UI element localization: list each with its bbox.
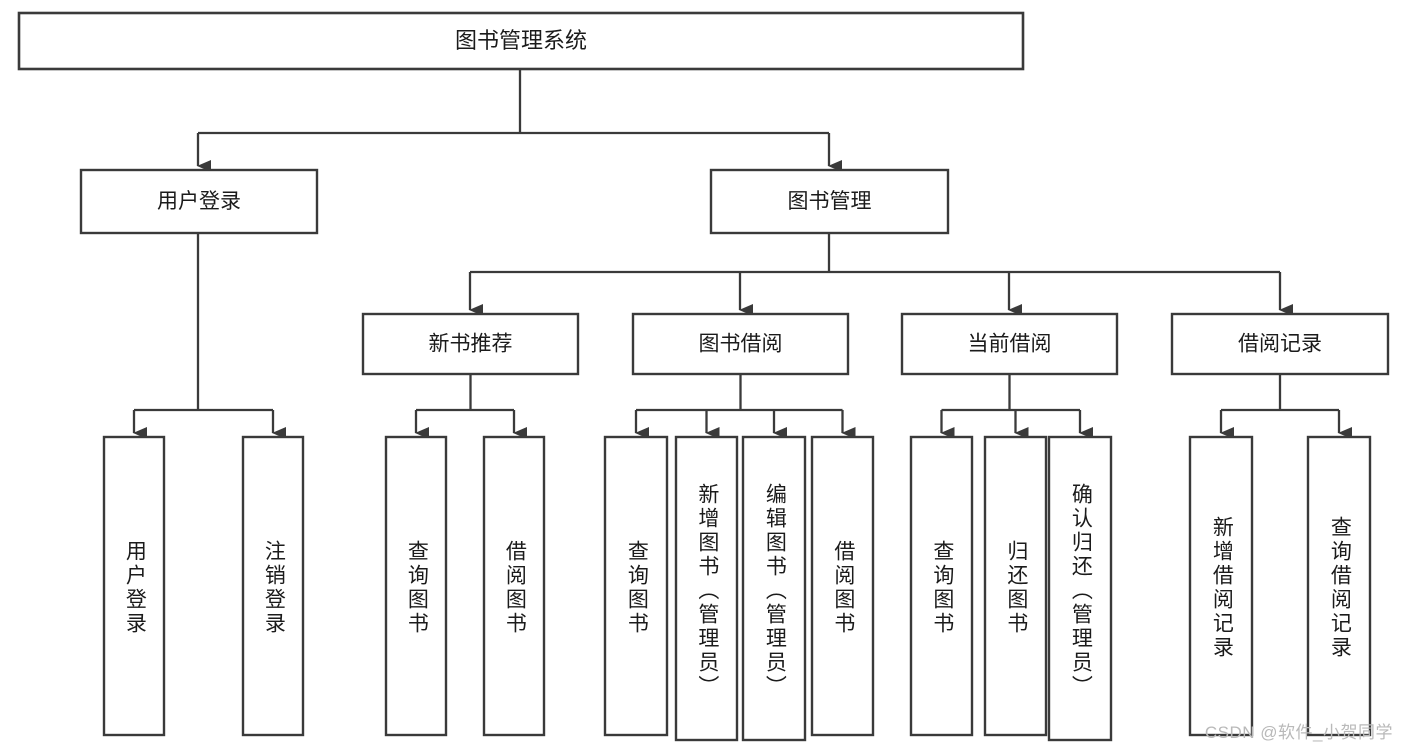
csdn-watermark: CSDN @软件_小贺同学 bbox=[1204, 723, 1393, 742]
node-box-leaf-cur-query-book[interactable] bbox=[909, 435, 974, 737]
node-box-leaf-bor-edit-book[interactable] bbox=[741, 435, 807, 742]
node-box-new-book-recommend[interactable] bbox=[361, 312, 580, 376]
node-box-user-login[interactable] bbox=[79, 168, 319, 235]
node-box-leaf-rec-query-book[interactable] bbox=[384, 435, 448, 737]
node-label-new-book-recommend: 新书推荐 bbox=[429, 333, 513, 356]
node-box-leaf-rec-add-record[interactable] bbox=[1188, 435, 1254, 737]
node-box-leaf-user-login[interactable] bbox=[102, 435, 166, 737]
node-box-leaf-cur-confirm-return[interactable] bbox=[1047, 435, 1113, 742]
node-box-leaf-bor-borrow-book[interactable] bbox=[810, 435, 875, 737]
node-box-book-manage[interactable] bbox=[709, 168, 950, 235]
node-boxes bbox=[17, 11, 1390, 742]
node-box-leaf-user-logout[interactable] bbox=[241, 435, 305, 737]
connector-lines bbox=[132, 69, 1352, 439]
node-box-leaf-cur-return-book[interactable] bbox=[983, 435, 1048, 737]
node-box-leaf-bor-add-book[interactable] bbox=[674, 435, 739, 742]
node-label-book-manage: 图书管理 bbox=[788, 190, 872, 213]
node-label-book-borrow: 图书借阅 bbox=[699, 333, 783, 356]
node-box-borrow-record[interactable] bbox=[1170, 312, 1390, 376]
node-box-book-borrow[interactable] bbox=[631, 312, 850, 376]
node-label-user-login: 用户登录 bbox=[157, 190, 241, 213]
node-box-leaf-rec-borrow-book[interactable] bbox=[482, 435, 546, 737]
node-label-borrow-record: 借阅记录 bbox=[1238, 333, 1322, 356]
node-box-leaf-rec-query-record[interactable] bbox=[1306, 435, 1372, 737]
node-label-current-borrow: 当前借阅 bbox=[968, 333, 1052, 356]
node-box-current-borrow[interactable] bbox=[900, 312, 1119, 376]
node-box-leaf-bor-query-book[interactable] bbox=[603, 435, 669, 737]
node-box-root[interactable] bbox=[17, 11, 1025, 71]
node-label-root: 图书管理系统 bbox=[455, 28, 587, 53]
